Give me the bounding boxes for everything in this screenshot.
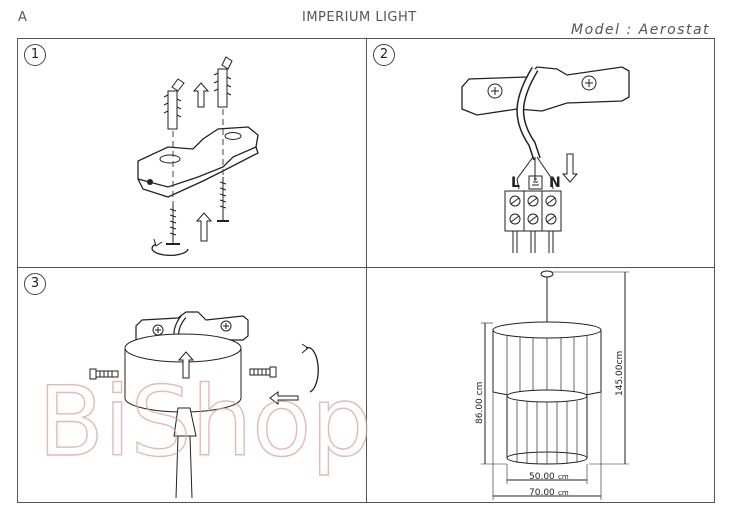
brand-title: IMPERIUM LIGHT	[302, 10, 417, 25]
ground-symbol-icon	[528, 175, 543, 190]
step-number-3: 3	[24, 273, 46, 295]
bracket-hole	[159, 154, 181, 164]
live-label: L	[511, 175, 520, 191]
screw-left	[89, 368, 119, 380]
panel-step-2: 2 L N	[366, 38, 715, 268]
step-number-1: 1	[24, 44, 46, 66]
step-3-illustration	[89, 311, 319, 499]
outer-diameter-value: 70.00	[529, 488, 555, 498]
shade-height-label: 86.00 cm	[475, 382, 485, 424]
panel-step-1: 1	[17, 38, 367, 268]
wall-plug-left	[163, 78, 185, 130]
panel-step-3: 3	[17, 267, 367, 503]
cord-sleeve	[173, 407, 197, 437]
inner-diameter-unit: cm	[558, 473, 569, 481]
arrow-down-icon	[561, 153, 579, 183]
step-1-illustration	[137, 56, 259, 256]
screw-left	[166, 204, 180, 245]
arrow-up-icon	[195, 212, 213, 242]
neutral-label: N	[549, 175, 561, 191]
panel-dimensions: 145.00cm 86.00 cm 50.00 cm 70.00 cm	[366, 267, 715, 503]
rotate-arrow-icon	[151, 243, 189, 256]
step-2-illustration: L N	[461, 66, 630, 253]
dimension-drawing: 145.00cm 86.00 cm 50.00 cm 70.00 cm	[475, 270, 629, 500]
arrow-left-icon	[269, 391, 299, 405]
inner-diameter-value: 50.00	[529, 472, 555, 482]
terminal-block	[504, 190, 562, 232]
bracket-screw	[147, 179, 153, 185]
arrow-up-icon	[192, 82, 210, 108]
mounting-bracket	[137, 126, 259, 188]
step-number-2: 2	[373, 44, 395, 66]
outer-diameter-unit: cm	[558, 489, 569, 497]
page-letter: A	[18, 10, 28, 25]
model-label: Model : Aerostat	[571, 22, 711, 38]
mounting-bracket	[461, 66, 630, 116]
arrow-up-icon	[177, 351, 195, 379]
total-height-label: 145.00cm	[615, 351, 625, 396]
rotate-arrow-icon	[305, 346, 319, 393]
screw-right	[249, 366, 277, 378]
wall-plug-right	[213, 56, 233, 108]
screw-right	[217, 177, 229, 222]
